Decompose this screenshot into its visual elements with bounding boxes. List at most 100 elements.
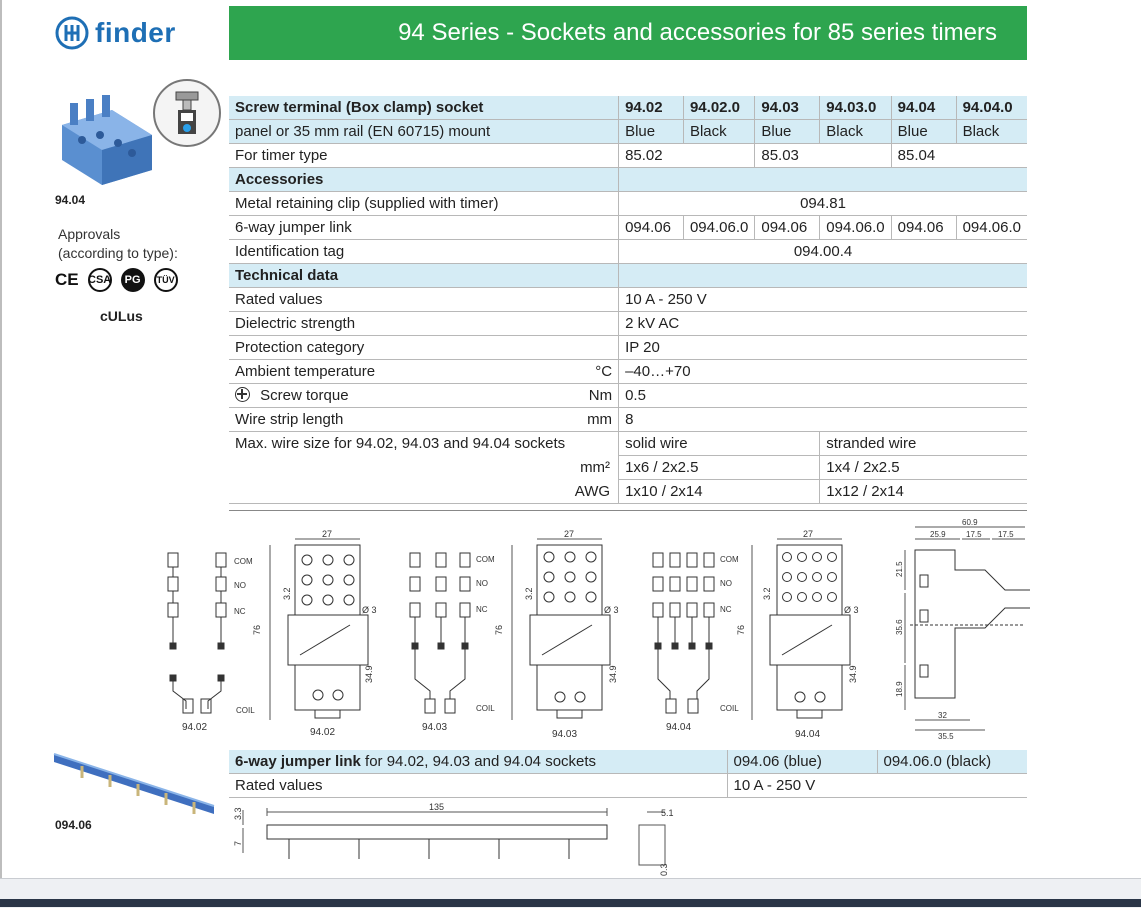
finder-logo-icon: [55, 16, 89, 50]
product-code-label: 94.04: [55, 193, 86, 207]
section-divider: [229, 510, 1027, 511]
code-cell: 94.03: [754, 96, 820, 120]
table-row: Technical data: [229, 263, 1027, 288]
socket-technical-drawings: COM NO NC COIL 94.02 27 76 3.2 Ø 3 34.9 …: [167, 518, 1030, 741]
row-value: IP 20: [618, 335, 1027, 360]
row-label-with-unit: Ambient temperature °C: [229, 359, 619, 384]
row-label: Protection category: [229, 335, 619, 360]
header-banner: 94 Series - Sockets and accessories for …: [229, 6, 1027, 60]
code-cell: 94.02.0: [682, 96, 755, 120]
table-row: Rated values 10 A - 250 V: [229, 287, 1027, 312]
table-row: For timer type 85.02 85.03 85.04: [229, 143, 1027, 168]
screw-torque-icon: [235, 387, 250, 402]
jumper-dim-length: 135: [429, 802, 444, 812]
row-value: 2 kV AC: [618, 311, 1027, 336]
row-label-with-unit: Screw torque Nm: [229, 383, 619, 408]
dim-height: 76: [252, 625, 262, 635]
row-label: Identification tag: [229, 239, 619, 264]
jumper-code-cell: 094.06: [618, 215, 684, 240]
pg-mark-icon: PG: [120, 268, 145, 292]
table-row: Protection category IP 20: [229, 335, 1027, 360]
color-cell: Blue: [754, 119, 820, 144]
code-cell: 94.02: [618, 96, 684, 120]
side-dim: 18.9: [895, 681, 904, 697]
drawing-caption: 94.04: [666, 722, 691, 733]
no-label: NO: [476, 579, 488, 588]
row-label-with-unit: Wire strip length mm: [229, 407, 619, 432]
dim-3-2: 3.2: [762, 587, 772, 600]
jumper-link-photo: [53, 753, 215, 814]
table-row: Max. wire size for 94.02, 94.03 and 94.0…: [229, 431, 1027, 456]
certification-logos: CE CSA PG TÜV: [55, 268, 178, 292]
jumper-dim-3-3: 3.3: [233, 807, 243, 820]
table-row: Screw torque Nm 0.5: [229, 383, 1027, 408]
color-cell: Black: [955, 119, 1027, 144]
drawing-caption: 94.02: [310, 727, 335, 738]
row-label: 6-way jumper link: [229, 215, 619, 240]
stranded-wire-heading: stranded wire: [819, 431, 1027, 456]
timer-type-cell: 85.02: [618, 143, 755, 168]
table-row: Metal retaining clip (supplied with time…: [229, 191, 1027, 216]
side-dim: 17.5: [966, 530, 982, 539]
dim-34-9: 34.9: [848, 665, 858, 683]
jumper-dim-7: 7: [233, 841, 243, 846]
row-label: Metal retaining clip (supplied with time…: [229, 191, 619, 216]
row-value: 0.5: [618, 383, 1027, 408]
com-label: COM: [720, 555, 739, 564]
jumper-code-cell: 094.06: [754, 215, 820, 240]
taskbar-strip: [0, 899, 1141, 907]
approvals-line: Approvals: [58, 226, 121, 242]
section-heading-fill: [618, 167, 1027, 192]
jumper-dim-width: 5.1: [661, 808, 674, 818]
drawing-caption: 94.03: [422, 722, 447, 733]
side-dim: 25.9: [930, 530, 946, 539]
row-unit: mm: [587, 411, 613, 428]
dim-hole: Ø 3: [844, 605, 859, 615]
jumper-code-cell: 094.06.0: [955, 215, 1027, 240]
no-label: NO: [234, 581, 246, 590]
table-row: Screw terminal (Box clamp) socket 94.02 …: [229, 96, 1027, 120]
solid-mm2-value: 1x6 / 2x2.5: [618, 455, 820, 480]
jumper-spec-table: 6-way jumper link for 94.02, 94.03 and 9…: [229, 750, 1027, 798]
jumper-black-code: 094.06.0 (black): [876, 750, 1027, 774]
side-dim: 35.5: [938, 732, 954, 741]
jumper-code-cell: 094.06: [890, 215, 957, 240]
section-heading: Technical data: [229, 263, 619, 288]
table-row: Wire strip length mm 8: [229, 407, 1027, 432]
dim-height: 76: [494, 625, 504, 635]
side-dim: 35.6: [895, 619, 904, 635]
finder-logo: finder: [55, 16, 176, 50]
nc-label: NC: [720, 605, 732, 614]
row-value: –40…+70: [618, 359, 1027, 384]
table-row: Rated values 10 A - 250 V: [229, 773, 1027, 798]
color-cell: Blue: [890, 119, 957, 144]
solid-wire-heading: solid wire: [618, 431, 820, 456]
mount-description: panel or 35 mm rail (EN 60715) mount: [229, 119, 619, 144]
jumper-product-label: 094.06: [55, 818, 92, 832]
jumper-blue-code: 094.06 (blue): [726, 750, 877, 774]
row-label: Max. wire size for 94.02, 94.03 and 94.0…: [235, 435, 566, 453]
no-label: NO: [720, 579, 732, 588]
dim-width: 27: [322, 529, 332, 539]
row-unit: AWG: [229, 479, 619, 504]
dim-hole: Ø 3: [362, 605, 377, 615]
table-row: panel or 35 mm rail (EN 60715) mount Blu…: [229, 119, 1027, 144]
socket-drawing-9402: [287, 544, 369, 719]
code-cell: 94.03.0: [819, 96, 892, 120]
table-row: 6-way jumper link 094.06 094.06.0 094.06…: [229, 215, 1027, 240]
screw-terminal-icon: [153, 79, 221, 147]
csa-mark-icon: CSA: [87, 268, 112, 292]
solid-awg-value: 1x10 / 2x14: [618, 479, 820, 504]
row-label: Rated values: [229, 287, 619, 312]
dim-3-2: 3.2: [524, 587, 534, 600]
drawing-caption: 94.04: [795, 729, 820, 740]
dim-height: 76: [736, 625, 746, 635]
socket-product-photo: [62, 95, 152, 185]
coil-label: COIL: [720, 704, 739, 713]
drawing-caption: 94.03: [552, 729, 577, 740]
ul-mark-icon: cULus: [100, 308, 143, 324]
socket-drawing-9403: [529, 544, 611, 719]
jumper-title: 6-way jumper link for 94.02, 94.03 and 9…: [229, 750, 727, 774]
table-row: Dielectric strength 2 kV AC: [229, 311, 1027, 336]
row-unit: mm²: [580, 459, 611, 476]
